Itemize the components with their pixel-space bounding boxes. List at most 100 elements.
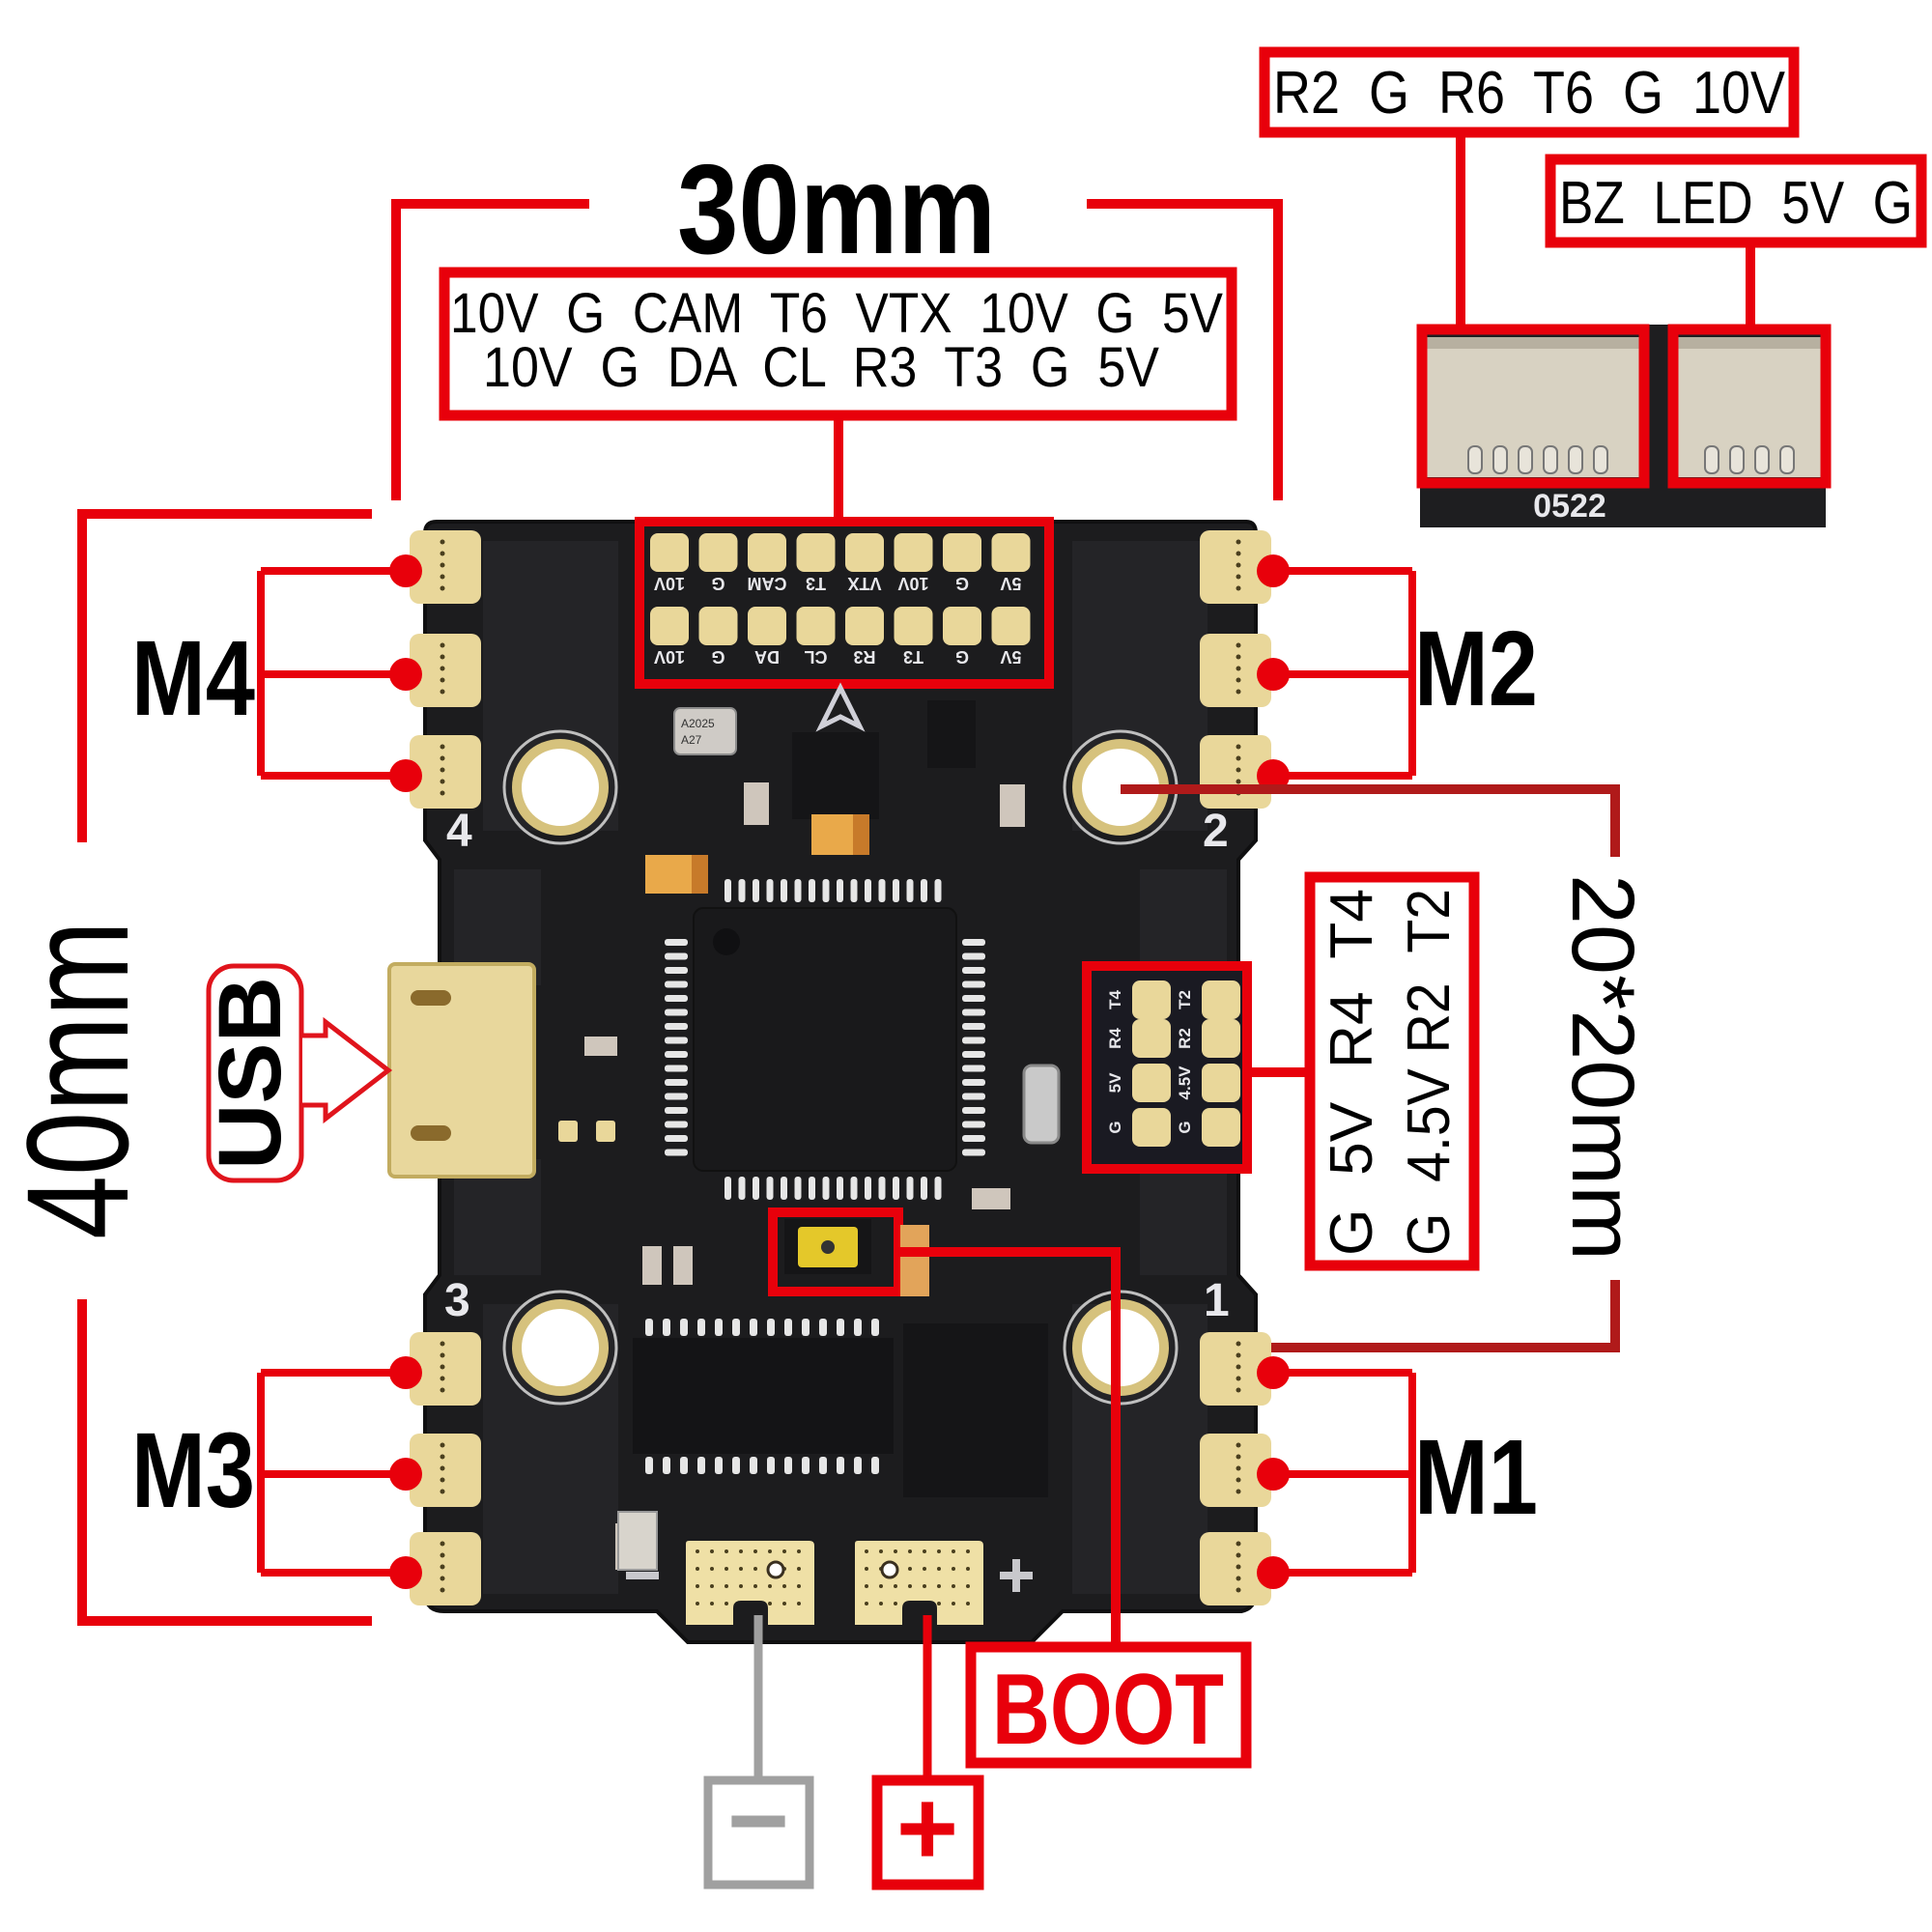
pad-via (923, 1567, 926, 1571)
motor-pad-m3[interactable] (410, 1434, 481, 1507)
side-pad-silk-label: T2 (1176, 990, 1194, 1009)
motor-pad-m2[interactable] (1200, 530, 1271, 604)
pad-via (966, 1584, 970, 1588)
height-dimension-label: 40mm (0, 921, 158, 1239)
mcu-pin (665, 1149, 688, 1156)
header-pad[interactable] (698, 533, 738, 572)
motor-label-m2: M2 (1414, 610, 1538, 728)
crystal-oscillator (1022, 1064, 1061, 1145)
pad-via (908, 1549, 912, 1553)
boot-button[interactable] (784, 1219, 871, 1274)
motor-pad-m3[interactable] (410, 1532, 481, 1605)
header-pad[interactable] (650, 607, 689, 645)
header-pad-silk-label: R3 (853, 647, 875, 667)
motor-pad-m1[interactable] (1200, 1434, 1271, 1507)
mcu-pin (934, 1177, 942, 1200)
pad-via (1236, 1587, 1241, 1593)
motor-pad-m4[interactable] (410, 634, 481, 707)
header-pad-silk-label: DA (754, 647, 780, 667)
header-pad[interactable] (991, 533, 1031, 572)
pad-via (440, 1564, 445, 1570)
osd-chip-pins (645, 1319, 879, 1474)
pad-via (1236, 1352, 1241, 1358)
led-connector-pins (1704, 445, 1795, 474)
side-pad[interactable] (1202, 1019, 1240, 1058)
barometer-marking-2: A27 (681, 733, 702, 747)
boot-callout: BOOT (898, 1247, 1252, 1769)
capacitor (584, 1037, 617, 1056)
motor-pad-m4[interactable] (410, 530, 481, 604)
pad-via (440, 585, 445, 591)
pad-via (440, 790, 445, 796)
header-pad[interactable] (845, 533, 884, 572)
connector-pin (1593, 445, 1608, 474)
header-pad-silk-label: 10V (654, 574, 685, 593)
pad-via (952, 1584, 955, 1588)
pad-via (937, 1584, 941, 1588)
pad-via (440, 1341, 445, 1347)
header-pad[interactable] (796, 607, 836, 645)
pad-via (440, 1352, 445, 1358)
mcu-pin (962, 1149, 985, 1156)
header-pad[interactable] (748, 533, 786, 572)
corner-number-1: 1 (1204, 1275, 1230, 1326)
battery-negative-pad[interactable] (686, 1541, 814, 1625)
pad-via (1236, 574, 1241, 580)
mcu-pin (962, 1107, 985, 1114)
battery-positive-box (871, 1775, 984, 1890)
side-pad[interactable] (1202, 980, 1240, 1019)
header-pad[interactable] (991, 607, 1031, 645)
mcu-pin (665, 1107, 688, 1114)
pad-via (768, 1602, 772, 1605)
side-pad[interactable] (1132, 980, 1171, 1019)
mount-hole-ring-outer (502, 729, 618, 845)
header-pad[interactable] (796, 533, 836, 572)
pad-via (894, 1549, 897, 1553)
osd-pin (802, 1457, 810, 1474)
mcu-pin (822, 1177, 830, 1200)
side-pad[interactable] (1132, 1064, 1171, 1102)
header-pad[interactable] (943, 533, 981, 572)
header-pad[interactable] (845, 607, 884, 645)
usb-port[interactable] (387, 962, 536, 1179)
mcu-pin (962, 1009, 985, 1016)
dimension-30mm-right-bracket (1087, 199, 1283, 500)
mounting-holes (502, 729, 1179, 1406)
dimension-30mm-left-bracket (391, 199, 589, 500)
pad-via (1236, 642, 1241, 648)
header-pad[interactable] (943, 607, 981, 645)
osd-pin (854, 1319, 862, 1336)
header-pad[interactable] (650, 533, 689, 572)
barometer-chip: A2025 A27 (673, 707, 737, 755)
led-connector-highlight (1667, 324, 1832, 489)
mcu-pin (665, 1093, 688, 1100)
motor-label-m3: M3 (131, 1411, 255, 1530)
mcu-pin (781, 1177, 787, 1200)
header-pad[interactable] (748, 607, 786, 645)
pad-via (440, 1541, 445, 1547)
mcu-pins (665, 879, 985, 1200)
header-pad[interactable] (894, 607, 933, 645)
side-pad-silk-label: G (1176, 1121, 1194, 1133)
motor-pad-m1[interactable] (1200, 1332, 1271, 1406)
pad-via (440, 666, 445, 671)
connector-pin (1543, 445, 1558, 474)
side-pad[interactable] (1202, 1064, 1240, 1102)
motor-pad-m2[interactable] (1200, 634, 1271, 707)
side-pad[interactable] (1132, 1019, 1171, 1058)
top-pad-highlight (635, 517, 1054, 689)
motor-pad-m4[interactable] (410, 735, 481, 809)
header-pad[interactable] (894, 533, 933, 572)
silk-plus-icon (1000, 1559, 1033, 1592)
side-pad[interactable] (1202, 1108, 1240, 1147)
osd-pin (715, 1319, 723, 1336)
pad-via (440, 744, 445, 750)
connector-pin (1729, 445, 1745, 474)
battery-pads (626, 1541, 1033, 1625)
motor-pad-m3[interactable] (410, 1332, 481, 1406)
header-pad[interactable] (698, 607, 738, 645)
connector-pin (1492, 445, 1508, 474)
motor-pad-m1[interactable] (1200, 1532, 1271, 1605)
mcu-pin (962, 1065, 985, 1072)
side-pad[interactable] (1132, 1108, 1171, 1147)
